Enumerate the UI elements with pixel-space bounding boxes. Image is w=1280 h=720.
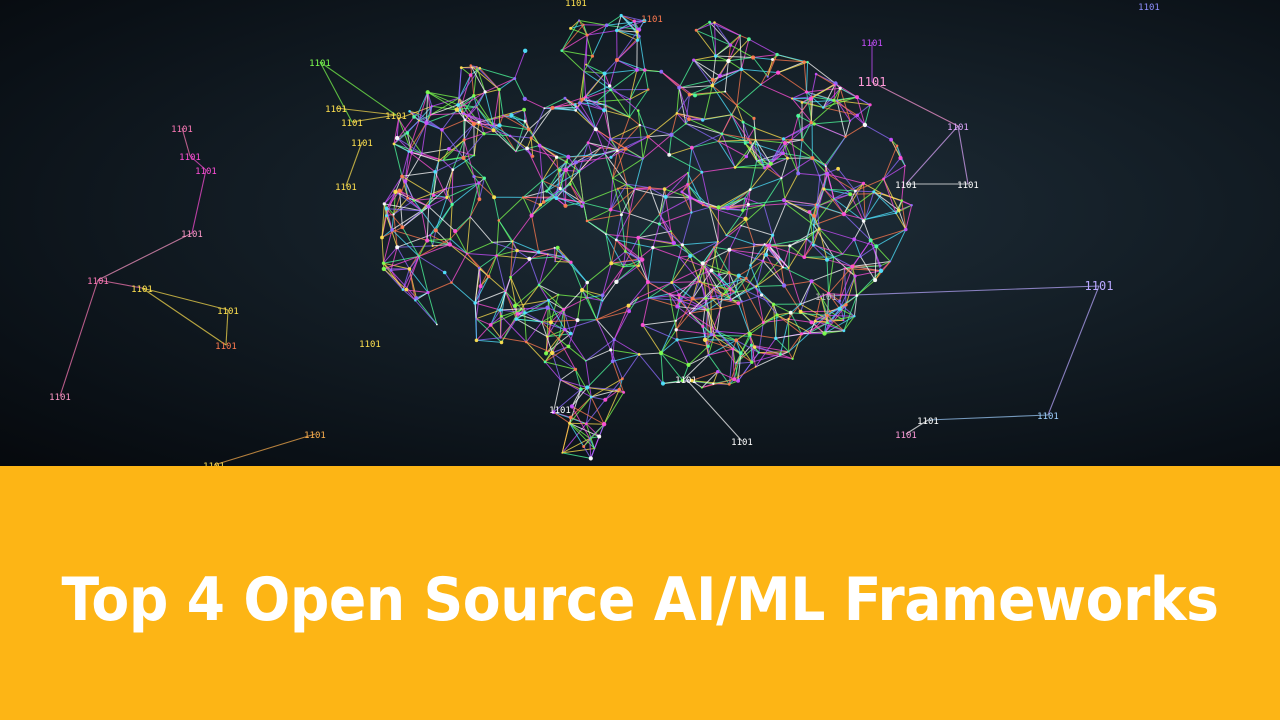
binary-label: 1101 xyxy=(335,183,357,193)
binary-label: 1101 xyxy=(131,285,153,295)
binary-label: 1101 xyxy=(858,75,887,89)
binary-label: 1101 xyxy=(917,417,939,427)
binary-label: 1101 xyxy=(341,119,363,129)
neural-brain-icon: 1101 1101 1101 1101 1101 1101 1101 1101 1101 1101… xyxy=(49,0,1160,466)
binary-label: 1101 xyxy=(181,230,203,240)
binary-label: 1101 xyxy=(641,15,663,25)
binary-label: 1101 xyxy=(309,59,331,69)
binary-label: 1101 xyxy=(215,342,237,352)
network-lines xyxy=(59,42,1100,466)
binary-label: 1101 xyxy=(565,0,587,9)
binary-label: 1101 xyxy=(351,139,373,149)
binary-label: 1101 xyxy=(87,277,109,287)
brain-illustration: 1101 1101 1101 1101 1101 1101 1101 1101 1101 1101… xyxy=(0,0,1280,466)
binary-label: 1101 xyxy=(179,153,201,163)
binary-label: 1101 xyxy=(304,431,326,441)
binary-label: 1101 xyxy=(49,393,71,403)
binary-label: 1101 xyxy=(1138,3,1160,13)
binary-label: 1101 xyxy=(731,438,753,448)
binary-label: 1101 xyxy=(325,105,347,115)
binary-label: 1101 xyxy=(359,340,381,350)
binary-label: 1101 xyxy=(957,181,979,191)
binary-label: 1101 xyxy=(217,307,239,317)
binary-label: 1101 xyxy=(1085,279,1114,293)
binary-label: 1101 xyxy=(861,39,883,49)
binary-label: 1101 xyxy=(195,167,217,177)
binary-label: 1101 xyxy=(385,112,407,122)
binary-labels: 1101 1101 1101 1101 1101 1101 1101 1101 1101 1101… xyxy=(49,0,1160,466)
binary-label: 1101 xyxy=(675,376,697,386)
binary-label: 1101 xyxy=(895,181,917,191)
binary-label: 1101 xyxy=(947,123,969,133)
binary-label: 1101 xyxy=(171,125,193,135)
binary-label: 1101 xyxy=(815,293,837,303)
title-band xyxy=(0,466,1280,720)
binary-label: 1101 xyxy=(203,462,225,466)
binary-label: 1101 xyxy=(895,431,917,441)
binary-label: 1101 xyxy=(549,406,571,416)
brain-mesh xyxy=(380,13,913,461)
binary-label: 1101 xyxy=(1037,412,1059,422)
video-title: Top 4 Open Source AI/ML Frameworks xyxy=(61,565,1219,635)
